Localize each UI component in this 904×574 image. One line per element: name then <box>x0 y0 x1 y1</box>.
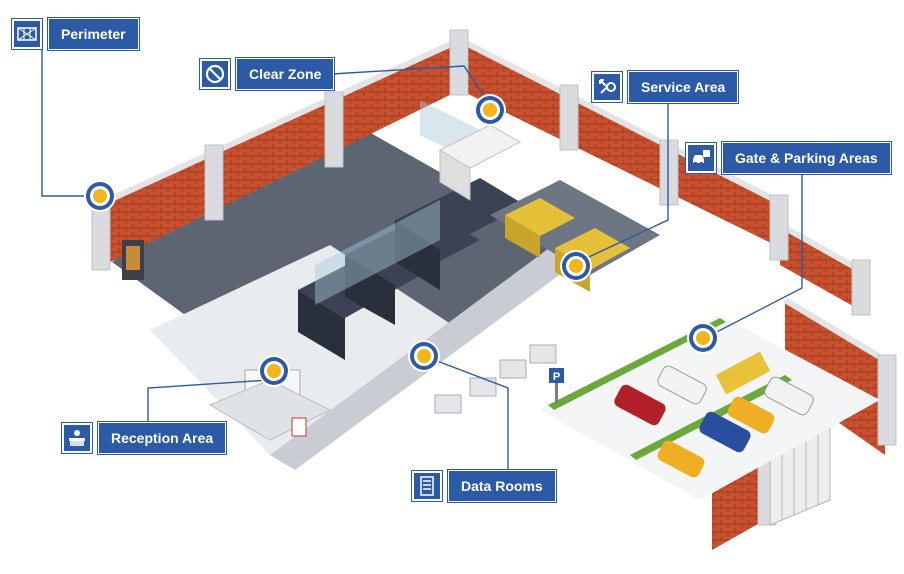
wall-coping-right <box>778 222 862 273</box>
tools-icon <box>592 72 622 102</box>
wall-pillar <box>324 91 344 168</box>
parking-sign-post <box>555 382 558 402</box>
leader-reception <box>147 379 271 430</box>
leader-data-rooms <box>423 355 509 470</box>
callout-perimeter: Perimeter <box>12 18 139 50</box>
car-parking-icon <box>686 143 716 173</box>
wall-front-gate <box>712 455 765 550</box>
leader-clear-zone <box>331 65 491 106</box>
wall-pillar <box>877 354 897 446</box>
car-white <box>657 365 707 405</box>
marker-clear-zone <box>474 94 506 126</box>
door-sign <box>291 417 307 437</box>
hvac-unit <box>529 344 557 364</box>
parking-lot <box>540 315 880 500</box>
leader-gate-parking <box>704 172 803 339</box>
callout-label: Data Rooms <box>448 470 556 502</box>
marker-service-area <box>560 250 592 282</box>
wall-coping-right-lower <box>783 297 887 363</box>
leader-service-area <box>577 104 669 263</box>
wall-pillar <box>204 144 224 221</box>
storage-racks <box>439 149 471 201</box>
callout-label: Service Area <box>628 71 739 103</box>
server-rack-row <box>395 178 525 250</box>
wall-back-left <box>98 40 460 268</box>
hvac-unit <box>434 394 462 414</box>
wall-right-upper <box>780 225 860 310</box>
reception-desk-icon <box>62 423 92 453</box>
leader-perimeter <box>41 48 100 197</box>
glass-partition <box>315 200 440 305</box>
callout-clear-zone: Clear Zone <box>200 58 335 90</box>
fence-icon <box>12 19 42 49</box>
guard-booth-pad <box>715 351 771 395</box>
marker-gate-parking <box>687 322 719 354</box>
prohibited-icon <box>200 59 230 89</box>
server-rack-row <box>298 290 345 360</box>
wall-pillar <box>559 84 579 151</box>
wall-pillar <box>449 29 469 96</box>
callout-label: Perimeter <box>48 18 139 50</box>
server-rack-rows <box>298 178 525 360</box>
wall-back-right <box>460 40 785 250</box>
parked-cars <box>614 365 814 478</box>
car-red <box>614 384 666 426</box>
server-rack-row <box>345 255 395 325</box>
callout-reception: Reception Area <box>62 422 227 454</box>
hvac-unit <box>499 359 527 379</box>
marker-perimeter <box>84 180 116 212</box>
car-white <box>764 376 814 416</box>
car-yellow <box>727 396 775 434</box>
car-blue <box>699 411 751 453</box>
wall-pillar <box>769 194 789 261</box>
callout-service-area: Service Area <box>592 71 739 103</box>
car-yellow <box>657 440 705 478</box>
generator <box>505 215 540 258</box>
generator <box>505 198 575 236</box>
parking-sign-letter: P <box>553 371 560 383</box>
parking-sign <box>549 368 564 383</box>
hvac-unit <box>469 377 497 397</box>
wall-pillar <box>659 139 679 206</box>
callout-label: Reception Area <box>98 422 227 454</box>
callout-label: Gate & Parking Areas <box>722 142 891 174</box>
callout-gate-parking: Gate & Parking Areas <box>686 142 891 174</box>
vending-screen <box>126 246 140 270</box>
callout-label: Clear Zone <box>236 58 335 90</box>
callout-data-rooms: Data Rooms <box>412 470 556 502</box>
marker-reception <box>258 355 290 387</box>
location-markers <box>84 94 719 387</box>
lawn-strip <box>548 318 726 410</box>
marker-data-rooms <box>408 340 440 372</box>
wall-pillar <box>851 259 871 316</box>
server-rack-row <box>395 220 440 290</box>
server-rack-icon <box>412 471 442 501</box>
